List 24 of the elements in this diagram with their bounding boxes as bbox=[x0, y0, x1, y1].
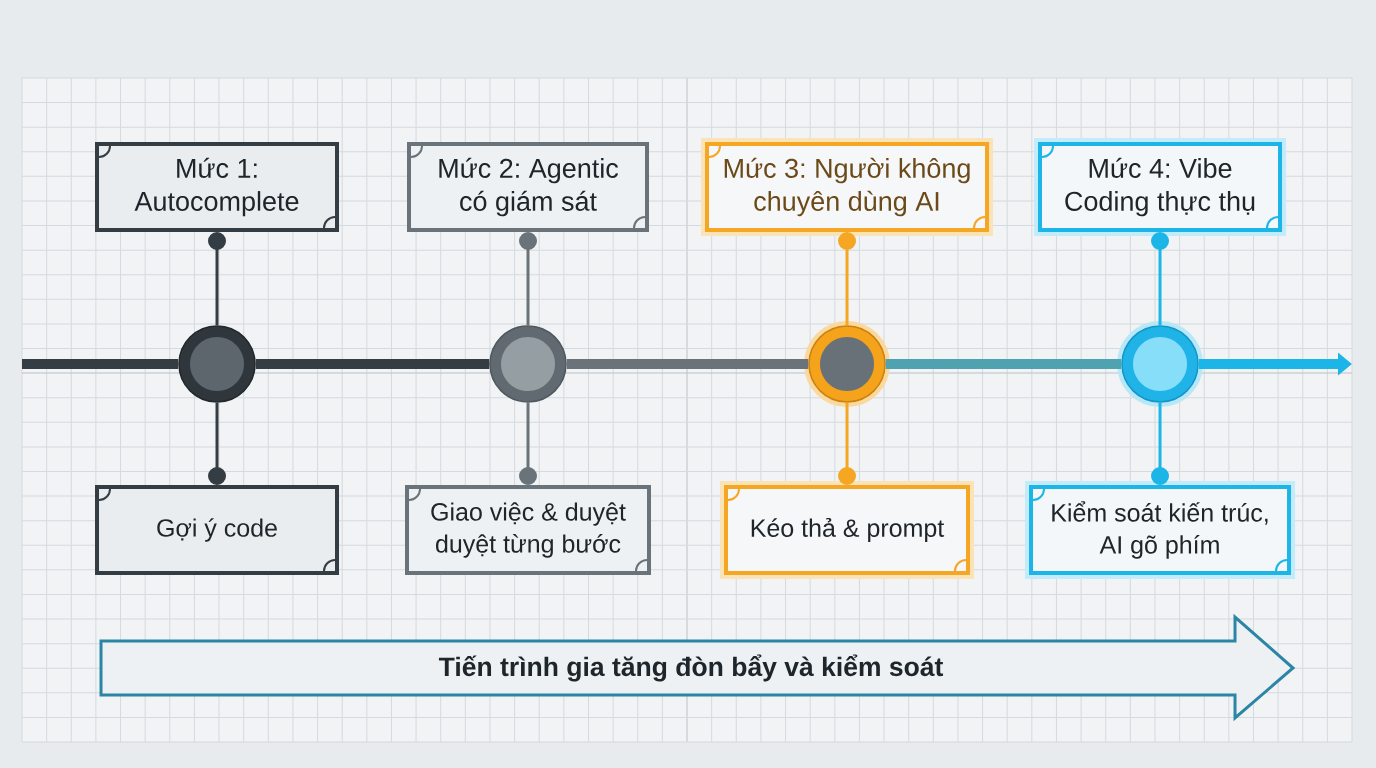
connector-line bbox=[1151, 232, 1169, 326]
connector-line bbox=[208, 402, 226, 485]
connector-line bbox=[519, 232, 537, 326]
level-box: Mức 4: Vibe Coding thực thụ bbox=[1034, 138, 1286, 236]
connector-line bbox=[519, 402, 537, 485]
connector-line bbox=[838, 402, 856, 485]
timeline-line bbox=[566, 359, 809, 369]
level-box: Mức 2: Agentic có giám sát bbox=[407, 142, 649, 232]
milestone-circle bbox=[1117, 321, 1203, 407]
timeline-line bbox=[22, 359, 179, 369]
level-box: Mức 1: Autocomplete bbox=[95, 142, 339, 232]
milestone-circle bbox=[804, 321, 890, 407]
connector-line bbox=[1151, 402, 1169, 485]
description-box: Kéo thả & prompt bbox=[720, 481, 974, 579]
description-box: Kiểm soát kiến trúc, AI gõ phím bbox=[1025, 481, 1295, 579]
milestone-circle bbox=[489, 325, 567, 403]
connector-line bbox=[838, 232, 856, 326]
milestone-circle bbox=[178, 325, 256, 403]
timeline-line bbox=[255, 359, 490, 369]
description-box: Gợi ý code bbox=[95, 485, 339, 575]
level-box: Mức 3: Người không chuyên dùng AI bbox=[701, 138, 993, 236]
connector-line bbox=[208, 232, 226, 326]
description-box: Giao việc & duyệt duyệt từng bước bbox=[405, 485, 651, 575]
timeline-line bbox=[885, 359, 1122, 369]
